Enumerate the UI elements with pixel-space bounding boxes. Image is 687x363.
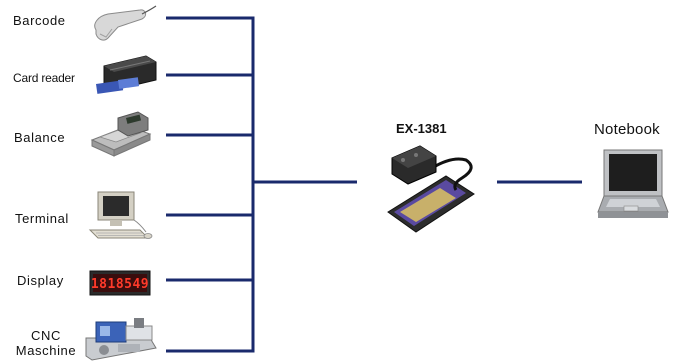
label-cnc-machine: CNC Maschine (11, 328, 81, 358)
label-adapter: EX-1381 (396, 121, 447, 136)
expresscard-adapter-icon (387, 145, 475, 233)
led-display-digits: 1818549 (91, 277, 149, 292)
barcode-scanner-icon (94, 5, 157, 41)
connection-lines (166, 16, 582, 353)
label-notebook: Notebook (594, 121, 660, 138)
balance-scale-icon (90, 111, 152, 157)
label-terminal: Terminal (15, 211, 69, 226)
label-cnc-line1: CNC (31, 328, 61, 343)
terminal-icon (88, 191, 153, 239)
label-display: Display (17, 273, 64, 288)
cnc-machine-icon (85, 318, 157, 361)
label-balance: Balance (14, 130, 66, 145)
led-display-icon: 1818549 (89, 270, 151, 296)
notebook-icon (597, 149, 669, 218)
label-barcode: Barcode (13, 13, 66, 28)
card-reader-icon (95, 55, 157, 94)
label-cnc-line2: Maschine (15, 343, 77, 358)
label-card-reader: Card reader (13, 71, 75, 85)
